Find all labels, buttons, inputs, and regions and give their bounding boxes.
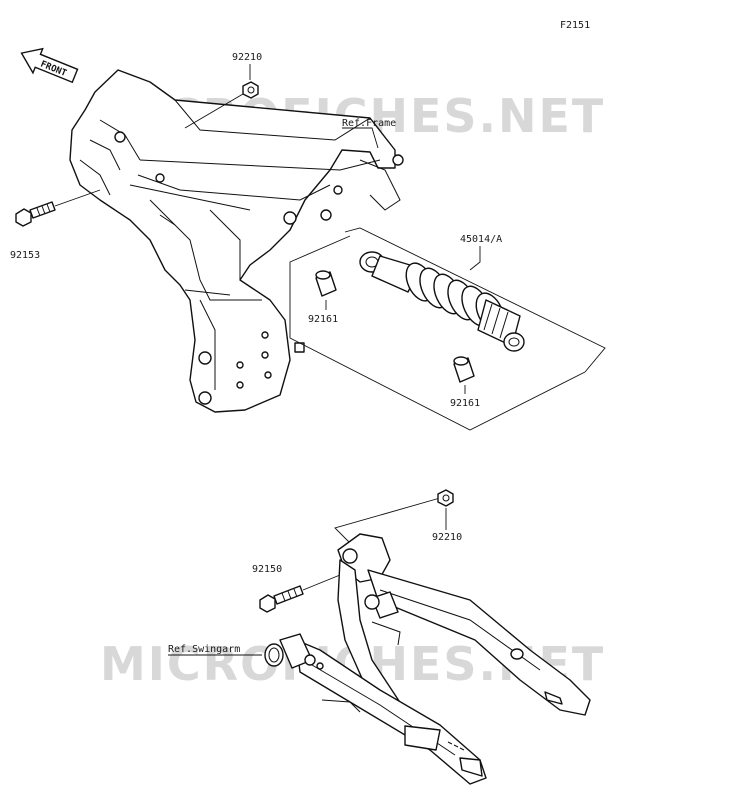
callout-92150: 92150: [252, 564, 282, 575]
collar-left-icon: [315, 270, 337, 297]
nut-bottom-icon: [437, 489, 454, 507]
callout-92210-top: 92210: [232, 52, 262, 63]
nut-top-icon: [242, 81, 259, 99]
figure-code: F2151: [560, 20, 590, 31]
callout-92161-right: 92161: [450, 398, 480, 409]
bolt-bottom-icon: [259, 585, 304, 613]
bolt-top-icon: [15, 201, 56, 227]
swingarm-icon: [264, 533, 591, 785]
callout-92153: 92153: [10, 250, 40, 261]
ref-frame-label: Ref.Frame: [342, 118, 396, 129]
frame-icon: [69, 69, 404, 413]
ref-swingarm-label: Ref.Swingarm: [168, 644, 240, 655]
callout-45014-a: 45014/A: [460, 234, 502, 245]
collar-right-icon: [453, 356, 475, 383]
shock-absorber-icon: [359, 251, 525, 352]
callout-92210-bottom: 92210: [432, 532, 462, 543]
front-arrow-icon: FRONT: [20, 47, 79, 84]
callout-92161-left: 92161: [308, 314, 338, 325]
